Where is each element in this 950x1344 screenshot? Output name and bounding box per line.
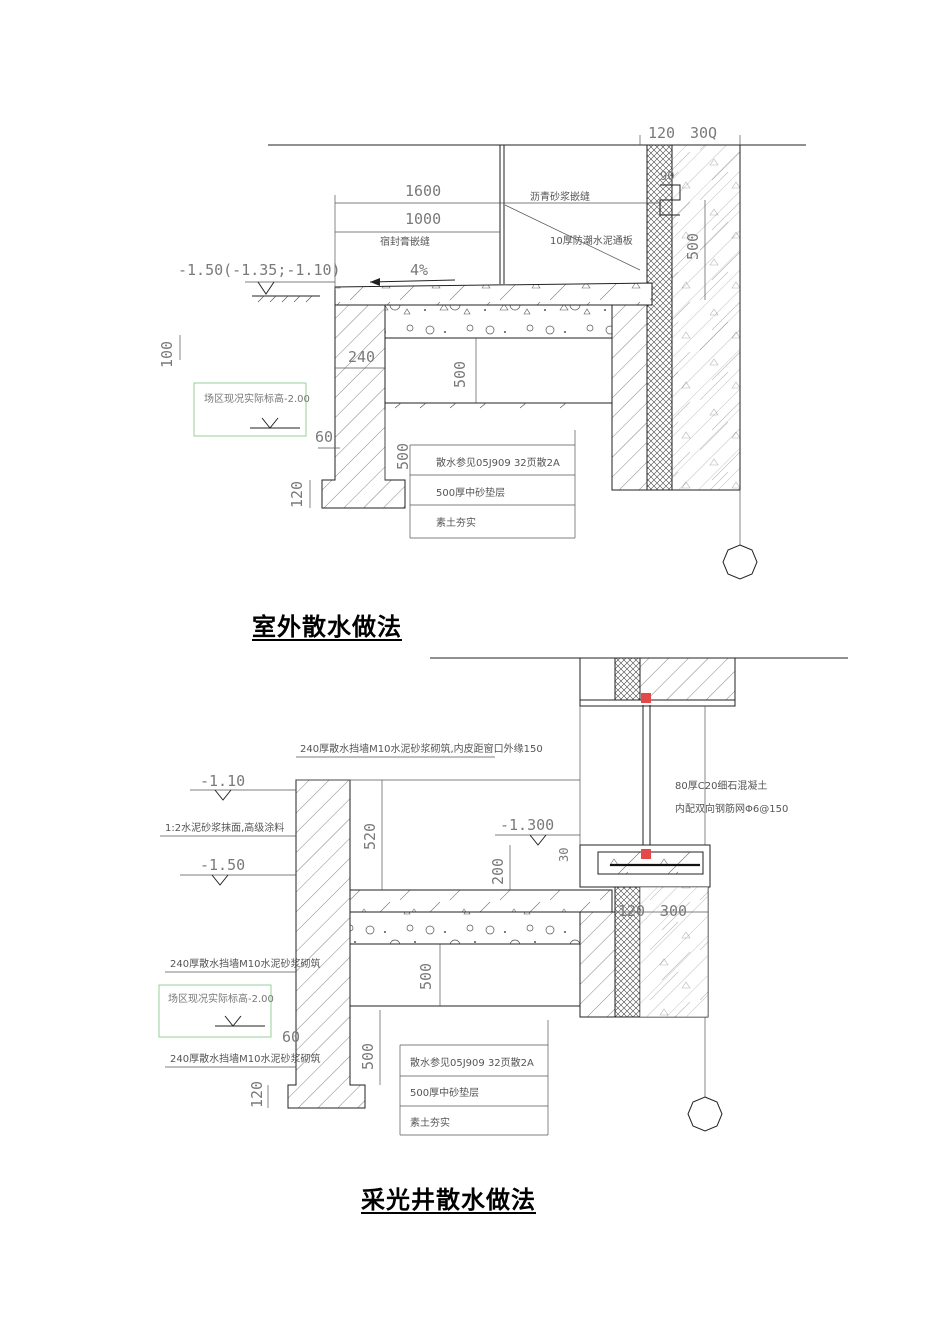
insulation-layer	[646, 144, 673, 491]
dim-500-lower: 500	[394, 443, 412, 470]
window-seal-red	[641, 693, 651, 703]
ground-level-box	[193, 382, 307, 437]
layer-note-2-1: 散水参见05J909 32页散2A	[410, 1056, 534, 1069]
detail-1-outdoor-apron: 120 30Q 90 500 1600 1000 沥青砂浆嵌缝 宿封膏嵌缝 10…	[158, 124, 806, 580]
protective-wall	[611, 304, 648, 491]
beam-note-2: 内配双向钢筋网Φ6@150	[675, 802, 788, 815]
wall-note-1: 240厚散水挡墙M10水泥砂浆砌筑	[170, 957, 320, 970]
gravel-layer	[384, 304, 613, 339]
elevation-110: -1.10	[200, 772, 245, 790]
apron-slab-2	[349, 889, 613, 913]
retaining-wall-2	[287, 779, 366, 1109]
ground-level-note: 场区现况实际标高-2.00	[204, 392, 310, 405]
layer-note-2-2: 500厚中砂垫层	[410, 1086, 479, 1099]
ground-level-box-2	[158, 984, 272, 1038]
apron-slab	[334, 282, 653, 306]
dim-100: 100	[158, 341, 176, 368]
dim-90: 90	[660, 169, 674, 183]
layer-note-2-3: 素土夯实	[410, 1116, 450, 1129]
dim-500-inner-2: 500	[417, 963, 435, 990]
dim-500-lower-2: 500	[359, 1043, 377, 1070]
dim-200: 200	[489, 858, 507, 885]
layer-note-1: 散水参见05J909 32页散2A	[436, 456, 560, 469]
dim-120-bottom: 120	[288, 481, 306, 508]
caption-outdoor-apron: 室外散水做法	[252, 613, 402, 641]
sand-cushion	[384, 337, 613, 404]
note-sealant-joint: 宿封膏嵌缝	[380, 235, 430, 248]
axis-marker-2	[687, 1096, 723, 1132]
detail-2-lightwell-apron: 240厚散水挡墙M10水泥砂浆砌筑,内皮距窗口外缘150 -1.10 1:2水泥…	[158, 657, 848, 1136]
wall-note-top: 240厚散水挡墙M10水泥砂浆砌筑,内皮距窗口外缘150	[300, 742, 543, 755]
note-board: 10厚防潮水泥通板	[550, 234, 633, 247]
elevation-triangle	[257, 281, 275, 295]
elevation-label: -1.50(-1.35;-1.10)	[178, 261, 341, 279]
dim-60: 60	[315, 428, 333, 446]
dim-120-top: 120	[648, 124, 675, 142]
beam-note-1: 80厚C20细石混凝土	[675, 779, 767, 792]
elevation-150: -1.50	[200, 856, 245, 874]
dim-60-2: 60	[282, 1028, 300, 1046]
dim-120-bottom-2: 120	[248, 1081, 266, 1108]
layer-note-3: 素土夯实	[436, 516, 476, 529]
note-asphalt-joint: 沥青砂浆嵌缝	[530, 190, 590, 203]
dim-1600: 1600	[405, 182, 441, 200]
caption-lightwell-apron: 采光井散水做法	[361, 1186, 536, 1214]
dim-500-inner: 500	[451, 361, 469, 388]
dim-520: 520	[361, 823, 379, 850]
axis-marker-1	[722, 544, 758, 580]
plaster-note: 1:2水泥砂浆抹面,高级涂料	[165, 821, 284, 834]
dim-120-2: 120	[618, 902, 645, 920]
dim-300-top: 30Q	[690, 124, 717, 142]
wall-note-2: 240厚散水挡墙M10水泥砂浆砌筑	[170, 1052, 320, 1065]
elevation-1300: -1.300	[500, 816, 554, 834]
layer-note-2: 500厚中砂垫层	[436, 486, 505, 499]
dim-240: 240	[348, 348, 375, 366]
dim-300-2: 300	[660, 902, 687, 920]
slope-label: 4%	[410, 261, 428, 279]
dim-30: 30	[557, 848, 571, 862]
dim-1000: 1000	[405, 210, 441, 228]
ground-level-note-2: 场区现况实际标高-2.00	[168, 992, 274, 1005]
dim-500-wall: 500	[684, 233, 702, 260]
